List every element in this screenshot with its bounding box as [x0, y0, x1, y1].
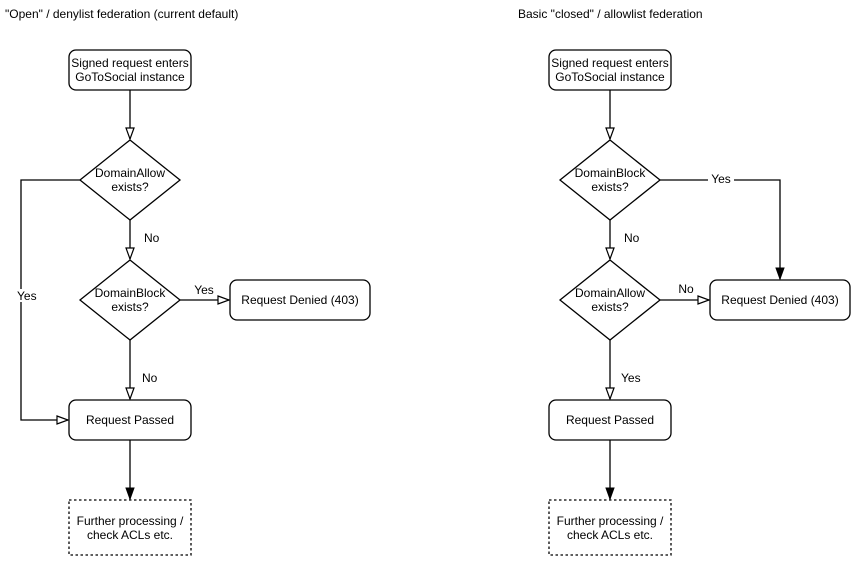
domain-block-label-line1: DomainBlock	[575, 166, 647, 180]
further-processing-label-line1: Further processing /	[77, 514, 184, 528]
domain-block-label-line2: exists?	[111, 300, 149, 314]
node-further-processing: Further processing / check ACLs etc.	[68, 499, 192, 556]
edge-label-yes: Yes	[621, 371, 641, 385]
edge-label-no: No	[142, 371, 158, 385]
domain-block-diamond	[558, 139, 662, 221]
diagram-title-open-denylist: "Open" / denylist federation (current de…	[5, 7, 238, 21]
edge-label-yes: Yes	[711, 172, 731, 186]
signed-request-label-line1: Signed request enters	[551, 56, 668, 70]
edge-label-background	[16, 289, 38, 302]
domain-allow-label-line1: DomainAllow	[95, 166, 165, 180]
domain-allow-diamond	[558, 259, 662, 341]
request-passed-box	[68, 399, 192, 441]
request-denied-box	[229, 279, 371, 321]
further-processing-label-line2: check ACLs etc.	[87, 528, 173, 542]
decision-domain-block: DomainBlock exists?	[78, 259, 182, 341]
diagram-open-denylist: "Open" / denylist federation (current de…	[5, 7, 371, 556]
edge-label-no: No	[144, 231, 160, 245]
domain-allow-label-line2: exists?	[111, 180, 149, 194]
node-request-passed: Request Passed	[548, 399, 672, 441]
decision-domain-allow: DomainAllow exists?	[558, 259, 662, 341]
node-request-denied: Request Denied (403)	[229, 279, 371, 321]
request-denied-box	[709, 279, 851, 321]
node-further-processing: Further processing / check ACLs etc.	[548, 499, 672, 556]
request-denied-label: Request Denied (403)	[241, 293, 358, 307]
diagram-closed-allowlist: Basic "closed" / allowlist federation Ye…	[518, 7, 851, 556]
node-request-denied: Request Denied (403)	[709, 279, 851, 321]
domain-allow-diamond	[78, 139, 182, 221]
signed-request-box	[68, 49, 192, 91]
further-processing-label-line1: Further processing /	[557, 514, 664, 528]
node-signed-request: Signed request enters GoToSocial instanc…	[68, 49, 192, 91]
edge-label-yes: Yes	[194, 283, 214, 297]
request-denied-label: Request Denied (403)	[721, 293, 838, 307]
edge-domainblock-yes-to-denied	[660, 179, 785, 281]
edge-label-background	[708, 173, 734, 186]
further-processing-label-line2: check ACLs etc.	[567, 528, 653, 542]
request-passed-label: Request Passed	[566, 413, 654, 427]
node-signed-request: Signed request enters GoToSocial instanc…	[548, 49, 672, 91]
request-passed-label: Request Passed	[86, 413, 174, 427]
edge-label-no: No	[624, 231, 640, 245]
further-processing-box	[548, 499, 672, 556]
domain-block-diamond	[78, 259, 182, 341]
signed-request-label-line2: GoToSocial instance	[75, 70, 185, 84]
domain-allow-label-line2: exists?	[591, 300, 629, 314]
domain-block-label-line2: exists?	[591, 180, 629, 194]
signed-request-label-line1: Signed request enters	[71, 56, 188, 70]
edge-label-no: No	[678, 282, 694, 296]
request-passed-box	[548, 399, 672, 441]
signed-request-label-line2: GoToSocial instance	[555, 70, 665, 84]
decision-domain-allow: DomainAllow exists?	[78, 139, 182, 221]
domain-block-label-line1: DomainBlock	[95, 286, 167, 300]
domain-allow-label-line1: DomainAllow	[575, 286, 645, 300]
edge-label-yes: Yes	[17, 289, 37, 303]
node-request-passed: Request Passed	[68, 399, 192, 441]
diagram-title-closed-allowlist: Basic "closed" / allowlist federation	[518, 7, 703, 21]
further-processing-box	[68, 499, 192, 556]
decision-domain-block: DomainBlock exists?	[558, 139, 662, 221]
signed-request-box	[548, 49, 672, 91]
